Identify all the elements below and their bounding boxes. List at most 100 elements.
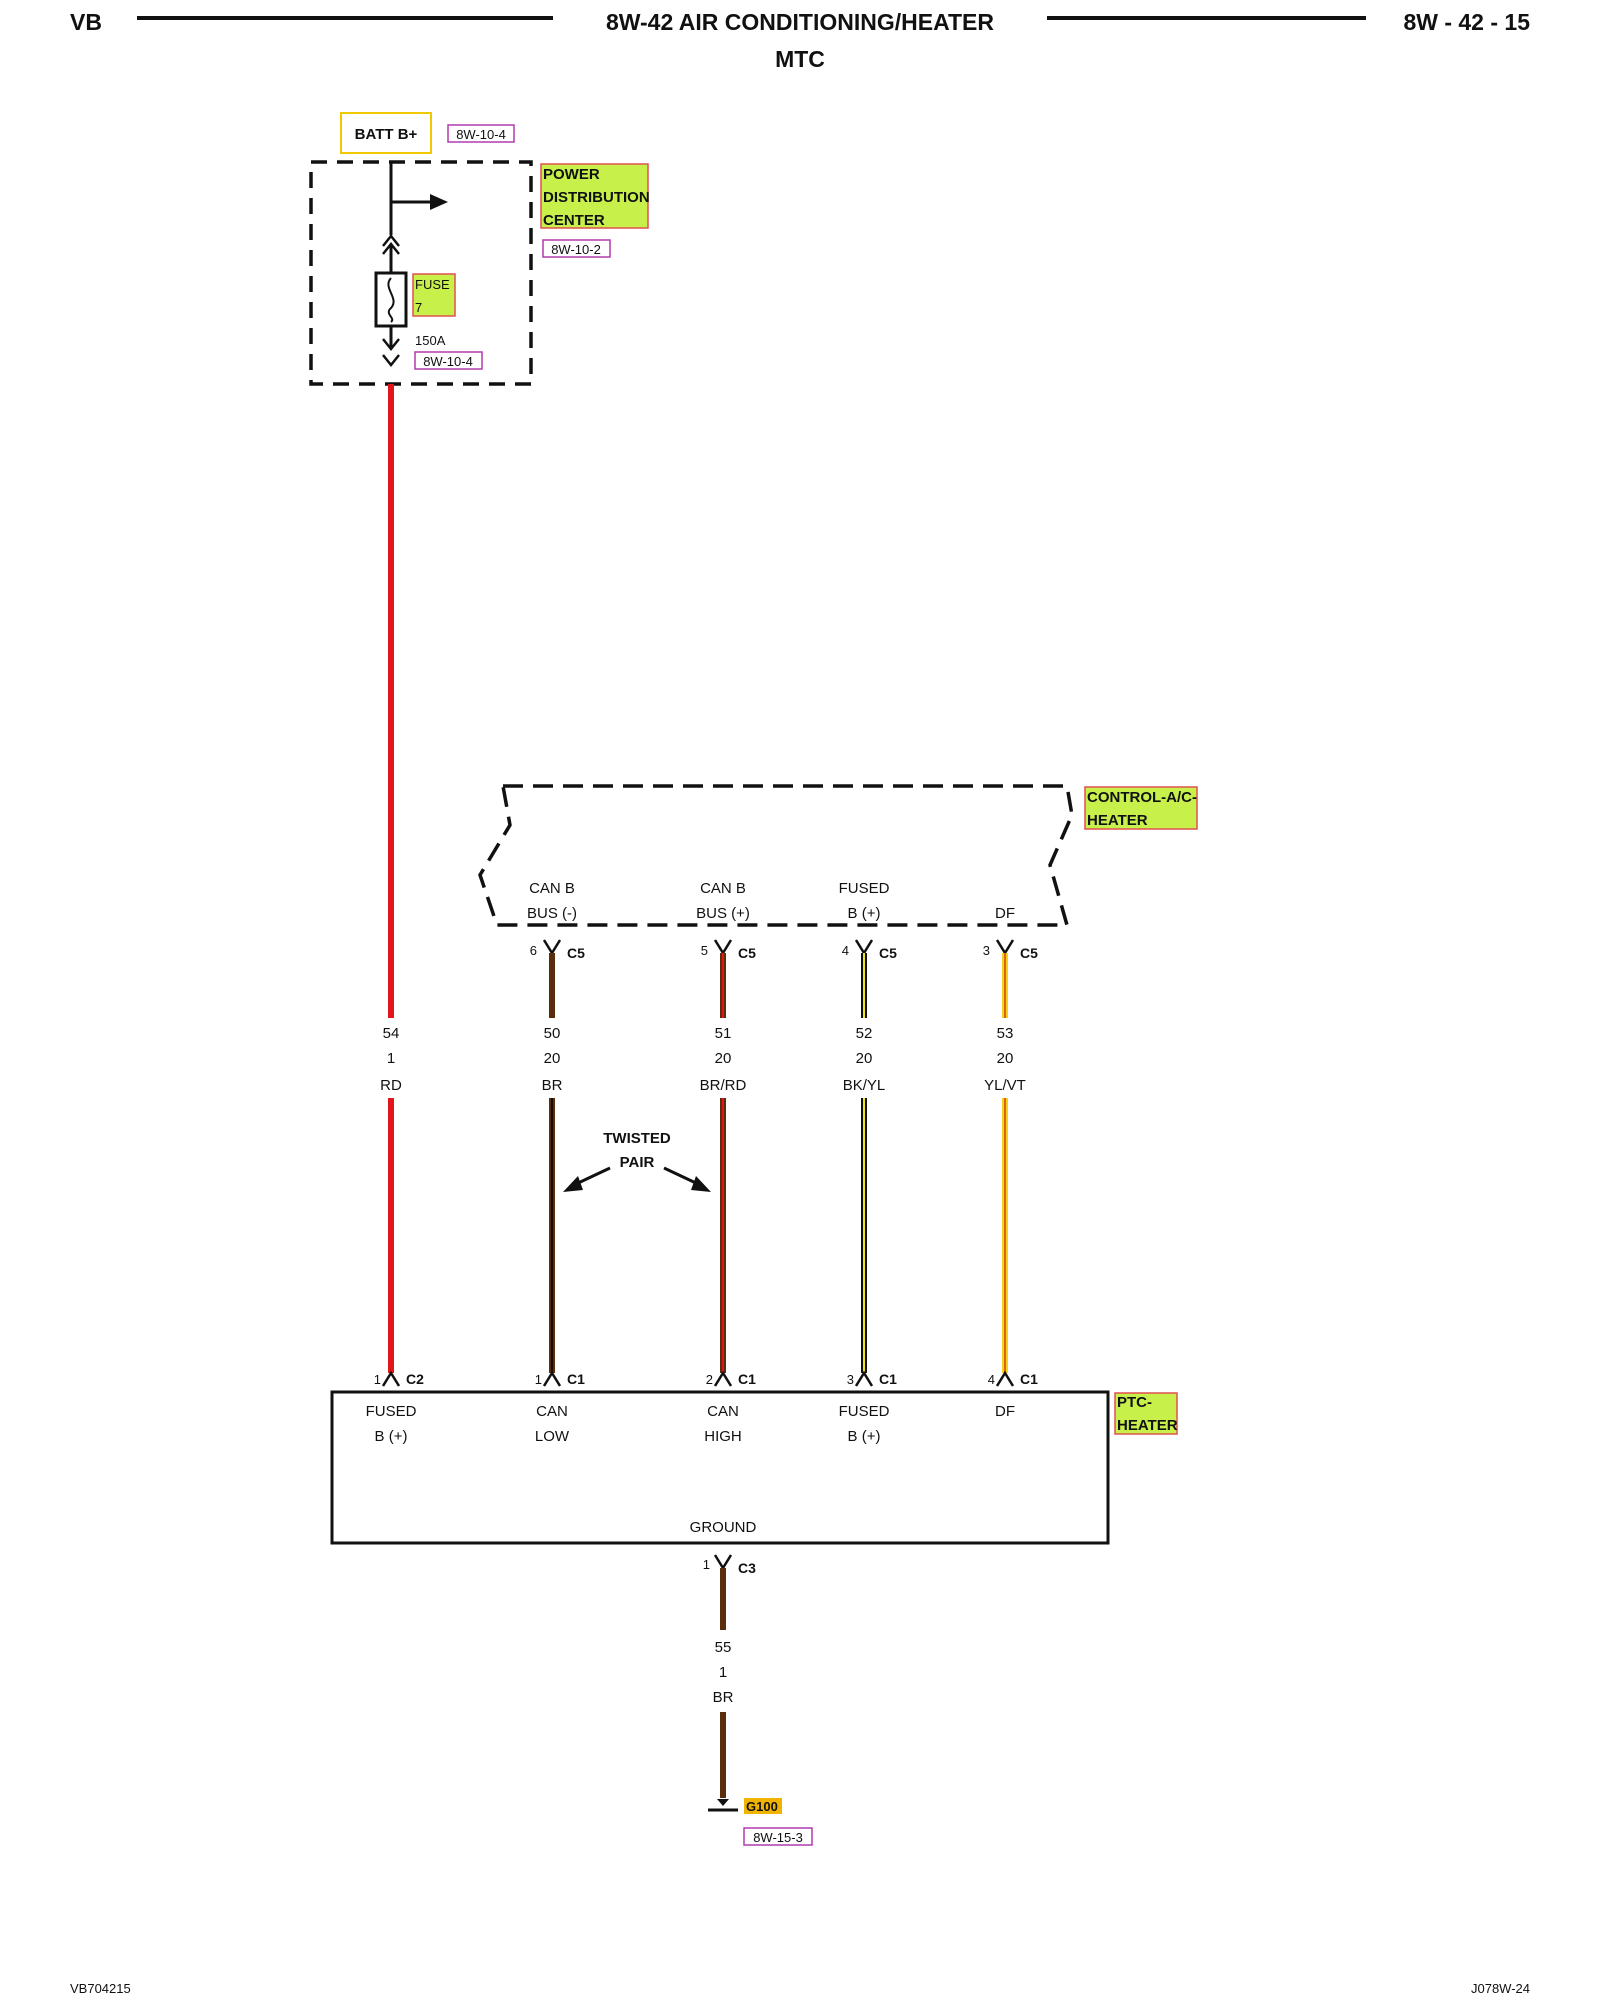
ground-symbol-icon [708, 1799, 738, 1812]
twisted-pair-arrow-left-icon [563, 1176, 583, 1192]
header-left: VB [70, 9, 102, 35]
control-pin-6-number: 6 [530, 943, 537, 958]
control-connector-pin-6: 6 C5 [530, 939, 585, 961]
wire-53-circuit: 53 [997, 1025, 1014, 1042]
ground-ref[interactable]: 8W-15-3 [753, 1830, 803, 1845]
ptc-pin-can-low-line1: CAN [536, 1403, 568, 1420]
ptc-connector-c1-pin-2: 2 C1 [706, 1370, 756, 1387]
ptc-pin-df-line1: DF [995, 1403, 1015, 1420]
wire-51-gauge: 20 [715, 1050, 732, 1067]
ptc-pin-fused-b-number: 3 [847, 1372, 854, 1387]
wire-54-circuit: 54 [383, 1025, 400, 1042]
wire-53-color: YL/VT [984, 1077, 1026, 1094]
page-title: 8W-42 AIR CONDITIONING/HEATER [606, 9, 994, 35]
control-pin-5-connector: C5 [738, 945, 756, 961]
ptc-ground-pin-number: 1 [703, 1557, 710, 1572]
ptc-pin-df-connector: C1 [1020, 1371, 1038, 1387]
connector-fork-icon [854, 939, 874, 956]
pdc-name-line2: DISTRIBUTION [543, 189, 650, 206]
ptc-heater-box [330, 1390, 1110, 1545]
page-subtitle: MTC [775, 46, 825, 72]
ptc-pin-1-connector: C2 [406, 1371, 424, 1387]
batt-label: BATT B+ [355, 126, 418, 143]
control-pin-6-connector: C5 [567, 945, 585, 961]
ptc-connector-c3-pin-1: 1 C3 [703, 1554, 756, 1576]
wire-50-color: BR [542, 1077, 563, 1094]
ptc-ground-label: GROUND [690, 1519, 757, 1536]
pdc-dashed-box [309, 160, 533, 386]
ptc-pin-can-low-line2: LOW [535, 1428, 570, 1445]
wire-52-color: BK/YL [843, 1077, 886, 1094]
ptc-name-line2: HEATER [1117, 1417, 1178, 1434]
control-pin-4-connector: C5 [879, 945, 897, 961]
pdc-connector-upper-icon [382, 233, 400, 247]
twisted-pair-pointer-right [663, 1166, 699, 1186]
wire-55-color: BR [713, 1689, 734, 1706]
ptc-pin-can-high-line1: CAN [707, 1403, 739, 1420]
ptc-pin-can-low-number: 1 [535, 1372, 542, 1387]
twisted-pair-line1: TWISTED [603, 1130, 671, 1147]
ptc-ground-pin-connector: C3 [738, 1560, 756, 1576]
ptc-pin-can-high-connector: C1 [738, 1371, 756, 1387]
connector-fork-icon [713, 1370, 733, 1387]
ptc-connector-c1-pin-4: 4 C1 [988, 1370, 1038, 1387]
ptc-pin-fused-b-connector: C1 [879, 1371, 897, 1387]
connector-fork-icon [995, 939, 1015, 956]
control-pin-fused-b-line1: FUSED [839, 880, 890, 897]
wire-51-circuit: 51 [715, 1025, 732, 1042]
control-pin-can-bus-plus-line2: BUS (+) [696, 905, 750, 922]
control-pin-5-number: 5 [701, 943, 708, 958]
fuse-rating: 150A [415, 333, 446, 348]
control-pin-can-bus-minus-line2: BUS (-) [527, 905, 577, 922]
ptc-pin-fused-b-line2: B (+) [848, 1428, 881, 1445]
pdc-branch-arrow-icon [430, 194, 448, 210]
control-connector-pin-4: 4 C5 [842, 939, 897, 961]
control-name-highlight [1084, 786, 1198, 830]
wire-50-circuit: 50 [544, 1025, 561, 1042]
pdc-ref[interactable]: 8W-10-2 [551, 242, 601, 257]
control-name-line1: CONTROL-A/C- [1087, 789, 1197, 806]
fuse-ref[interactable]: 8W-10-4 [423, 354, 473, 369]
wire-51-color: BR/RD [700, 1077, 747, 1094]
pdc-name-highlight [540, 163, 649, 229]
ground-arrow-icon [717, 1799, 729, 1806]
ptc-pin-can-low-connector: C1 [567, 1371, 585, 1387]
twisted-pair-line2: PAIR [620, 1154, 655, 1171]
ptc-pin-df-number: 4 [988, 1372, 995, 1387]
wire-55-circuit: 55 [715, 1639, 732, 1656]
ptc-connector-c2-pin-1: 1 C2 [374, 1370, 424, 1387]
wire-54-color: RD [380, 1077, 402, 1094]
ptc-pin-can-high-number: 2 [706, 1372, 713, 1387]
fuse-ref-box [414, 351, 483, 370]
pdc-connector-lower-icon [382, 338, 400, 352]
wire-53-gauge: 20 [997, 1050, 1014, 1067]
control-pin-can-bus-minus-line1: CAN B [529, 880, 575, 897]
twisted-pair-pointer-left [575, 1166, 611, 1186]
control-module-outline [478, 784, 1074, 927]
fuse-element-icon [387, 277, 395, 323]
batt-box [340, 112, 432, 154]
fuse-label: FUSE [415, 277, 450, 292]
control-connector-pin-5: 5 C5 [701, 939, 756, 961]
ptc-pin-fused-b-plus-line2: B (+) [375, 1428, 408, 1445]
connector-fork-icon [713, 1554, 733, 1571]
connector-fork-icon [542, 939, 562, 956]
wire-52-gauge: 20 [856, 1050, 873, 1067]
control-pin-fused-b-line2: B (+) [848, 905, 881, 922]
ptc-connector-c1-pin-3: 3 C1 [847, 1370, 897, 1387]
batt-ref[interactable]: 8W-10-4 [456, 127, 506, 142]
wire-50-gauge: 20 [544, 1050, 561, 1067]
ground-ref-box [743, 1827, 813, 1846]
control-pin-df-line1: DF [995, 905, 1015, 922]
header-page-number: 8W - 42 - 15 [1403, 9, 1530, 35]
ground-label-highlight [744, 1798, 782, 1814]
footer-right: J078W-24 [1471, 1981, 1530, 1996]
control-pin-4-number: 4 [842, 943, 849, 958]
fuse-number: 7 [415, 300, 422, 315]
control-connector-pin-3: 3 C5 [983, 939, 1038, 961]
control-name-line2: HEATER [1087, 812, 1148, 829]
connector-fork-icon [381, 1370, 401, 1387]
ptc-name-highlight [1114, 1392, 1178, 1435]
wire-54-gauge: 1 [387, 1050, 395, 1067]
ptc-pin-fused-b-plus-line1: FUSED [366, 1403, 417, 1420]
